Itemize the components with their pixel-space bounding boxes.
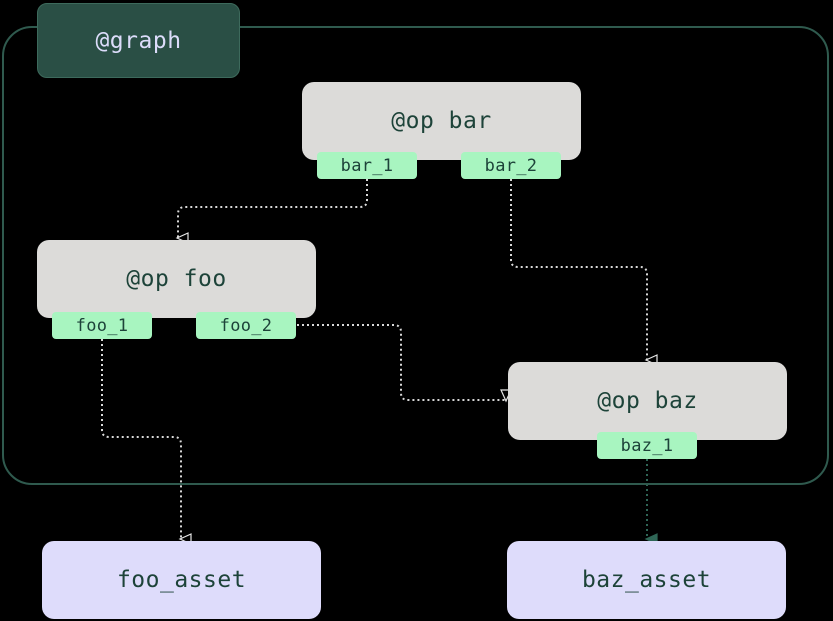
output-port-label-foo_1: foo_1 [75,315,129,336]
op-node-baz[interactable]: @op baz [508,362,787,440]
op-node-label-baz: @op baz [597,388,698,414]
op-node-bar[interactable]: @op bar [302,82,581,160]
output-port-foo_2[interactable]: foo_2 [196,312,296,339]
asset-node-baz_asset[interactable]: baz_asset [507,541,786,619]
subgraph-container-graph[interactable] [2,26,829,485]
output-port-label-bar_1: bar_1 [340,155,394,176]
asset-node-label-foo_asset: foo_asset [116,567,247,593]
output-port-label-bar_2: bar_2 [484,155,538,176]
op-node-label-foo: @op foo [126,266,227,292]
asset-node-label-baz_asset: baz_asset [581,567,712,593]
subgraph-label-text: @graph [95,27,182,54]
asset-node-foo_asset[interactable]: foo_asset [42,541,321,619]
output-port-foo_1[interactable]: foo_1 [52,312,152,339]
output-port-baz_1[interactable]: baz_1 [597,432,697,459]
output-port-bar_1[interactable]: bar_1 [317,152,417,179]
subgraph-label-graph[interactable]: @graph [37,3,240,78]
output-port-label-foo_2: foo_2 [219,315,273,336]
op-node-label-bar: @op bar [391,108,492,134]
op-node-foo[interactable]: @op foo [37,240,316,318]
output-port-label-baz_1: baz_1 [620,435,674,456]
output-port-bar_2[interactable]: bar_2 [461,152,561,179]
